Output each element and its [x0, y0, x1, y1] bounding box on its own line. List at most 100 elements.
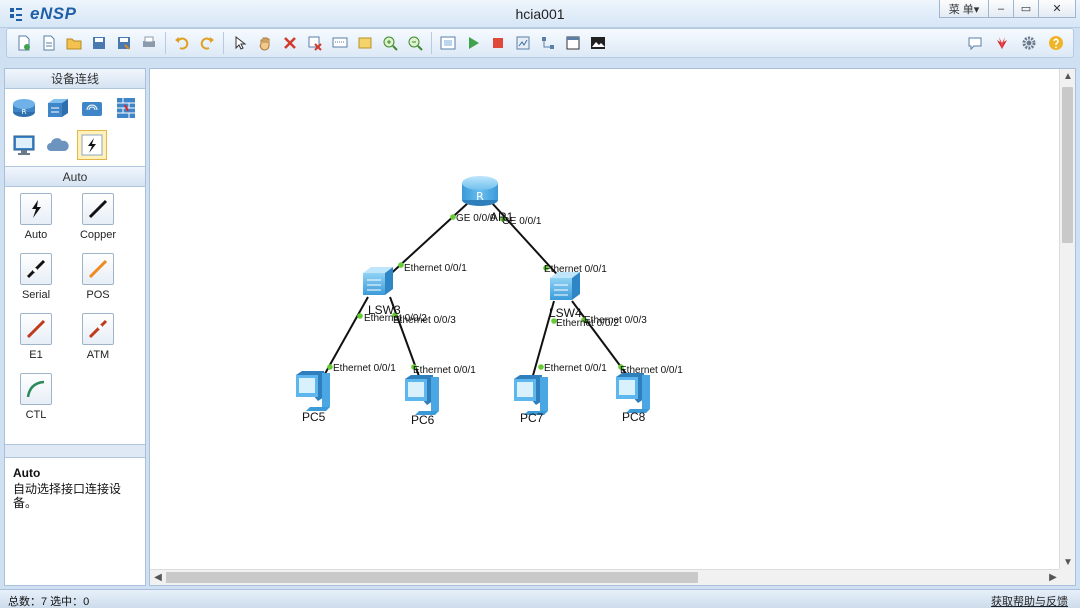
open-button[interactable] — [63, 32, 85, 54]
redo-button[interactable] — [196, 32, 218, 54]
port-label: Ethernet 0/0/1 — [413, 365, 476, 376]
huawei-button[interactable] — [991, 32, 1013, 54]
select-button[interactable] — [229, 32, 251, 54]
cable-serial[interactable]: Serial — [6, 253, 66, 301]
horizontal-scrollbar[interactable]: ◀ ▶ — [150, 569, 1061, 585]
router-category[interactable]: R — [9, 93, 39, 123]
screenshot-button[interactable] — [587, 32, 609, 54]
topology-diagram: R AR1 LSW3 LSW4 — [296, 176, 683, 427]
delete-links-button[interactable] — [304, 32, 326, 54]
pan-button[interactable] — [254, 32, 276, 54]
pc-pc6[interactable]: PC6 — [405, 375, 439, 427]
fullscreen-button[interactable] — [562, 32, 584, 54]
horizontal-scroll-thumb[interactable] — [166, 572, 698, 583]
cloud-category[interactable] — [43, 130, 73, 160]
pc-pc7[interactable]: PC7 — [514, 375, 548, 425]
help-feedback-link[interactable]: 获取帮助与反馈 — [991, 596, 1068, 608]
wireless-ap-icon — [82, 102, 102, 116]
pc-pc8[interactable]: PC8 — [616, 373, 650, 424]
text-button[interactable] — [329, 32, 351, 54]
print-button[interactable] — [138, 32, 160, 54]
scroll-down-arrow[interactable]: ▼ — [1063, 557, 1073, 568]
port-label: GE 0/0/0 — [456, 213, 496, 224]
stop-device-button[interactable] — [487, 32, 509, 54]
pc-icon — [296, 371, 330, 411]
node-label-lsw4: LSW4 — [549, 306, 582, 320]
port-label: Ethernet 0/0/1 — [404, 263, 467, 274]
switch-lsw3[interactable]: LSW3 — [363, 267, 401, 317]
save-button[interactable] — [88, 32, 110, 54]
gear-icon — [1022, 36, 1036, 50]
port-dot — [551, 318, 557, 324]
zoom-in-icon — [383, 36, 398, 51]
switch-category[interactable] — [43, 93, 73, 123]
toolbar — [6, 28, 1074, 58]
fit-view-icon — [440, 36, 456, 50]
start-device-button[interactable] — [462, 32, 484, 54]
router-ar1[interactable]: R AR1 — [462, 176, 514, 224]
switch-lsw4[interactable]: LSW4 — [549, 272, 582, 320]
new-topology-button[interactable] — [13, 32, 35, 54]
connections-header: Auto — [5, 167, 145, 187]
cable-atm[interactable]: ATM — [68, 313, 128, 361]
port-dot — [411, 364, 417, 370]
new-example-button[interactable] — [38, 32, 60, 54]
close-button[interactable]: ✕ — [1038, 0, 1076, 18]
help-button[interactable] — [1045, 32, 1067, 54]
node-label-pc8: PC8 — [622, 410, 646, 424]
topology-button[interactable] — [537, 32, 559, 54]
picture-icon — [591, 37, 605, 49]
port-dot — [581, 317, 587, 323]
pc-pc5[interactable]: PC5 — [296, 371, 330, 424]
fit-view-button[interactable] — [437, 32, 459, 54]
connection-category[interactable] — [77, 129, 107, 160]
zoom-out-button[interactable] — [404, 32, 426, 54]
save-as-button[interactable] — [113, 32, 135, 54]
stop-icon — [493, 38, 503, 48]
firewall-category[interactable] — [111, 93, 141, 123]
link-lsw4-pc7[interactable] — [531, 300, 555, 380]
maximize-button[interactable]: ▭ — [1013, 0, 1039, 18]
menu-button[interactable]: 菜 单▾ — [939, 0, 989, 18]
capture-button[interactable] — [512, 32, 534, 54]
delete-button[interactable] — [279, 32, 301, 54]
pos-cable-icon — [88, 259, 108, 279]
zoom-in-button[interactable] — [379, 32, 401, 54]
node-label-ar1: AR1 — [490, 210, 514, 224]
router-icon: R — [13, 99, 35, 117]
settings-button[interactable] — [1018, 32, 1040, 54]
scroll-up-arrow[interactable]: ▲ — [1063, 71, 1073, 82]
vertical-scroll-thumb[interactable] — [1062, 87, 1073, 243]
link-ar1-lsw4[interactable] — [491, 202, 565, 283]
cable-copper[interactable]: Copper — [68, 193, 128, 241]
cable-ctl[interactable]: CTL — [6, 373, 66, 421]
wireless-category[interactable] — [77, 93, 107, 123]
rectangle-button[interactable] — [354, 32, 376, 54]
undo-button[interactable] — [171, 32, 193, 54]
topology-canvas[interactable]: R AR1 LSW3 LSW4 — [149, 68, 1076, 586]
port-label: GE 0/0/1 — [502, 216, 542, 227]
vertical-scrollbar[interactable]: ▲ ▼ — [1059, 69, 1075, 571]
cable-e1[interactable]: E1 — [6, 313, 66, 361]
toolbar-separator — [165, 32, 166, 54]
cable-pos[interactable]: POS — [68, 253, 128, 301]
zoom-out-icon — [408, 36, 423, 51]
status-bar: 总数：7 选中：0 获取帮助与反馈 — [0, 589, 1080, 608]
cloud-icon — [47, 137, 69, 151]
minimize-button[interactable]: – — [988, 0, 1014, 18]
scroll-right-arrow[interactable]: ▶ — [1049, 572, 1057, 583]
toolbar-separator — [431, 32, 432, 54]
terminal-category[interactable] — [9, 130, 39, 160]
device-count: 总数：7 选中：0 — [8, 596, 90, 608]
text-comment-icon — [332, 37, 348, 48]
topology-icon — [542, 37, 554, 49]
scroll-left-arrow[interactable]: ◀ — [154, 572, 162, 583]
switch-icon — [363, 273, 385, 295]
cable-label: POS — [86, 289, 110, 301]
save-as-icon — [118, 37, 130, 50]
cable-auto[interactable]: Auto — [6, 193, 66, 241]
undo-icon — [175, 37, 189, 50]
forum-button[interactable] — [964, 32, 986, 54]
lightning-icon — [32, 200, 41, 218]
firewall-icon — [117, 98, 135, 118]
